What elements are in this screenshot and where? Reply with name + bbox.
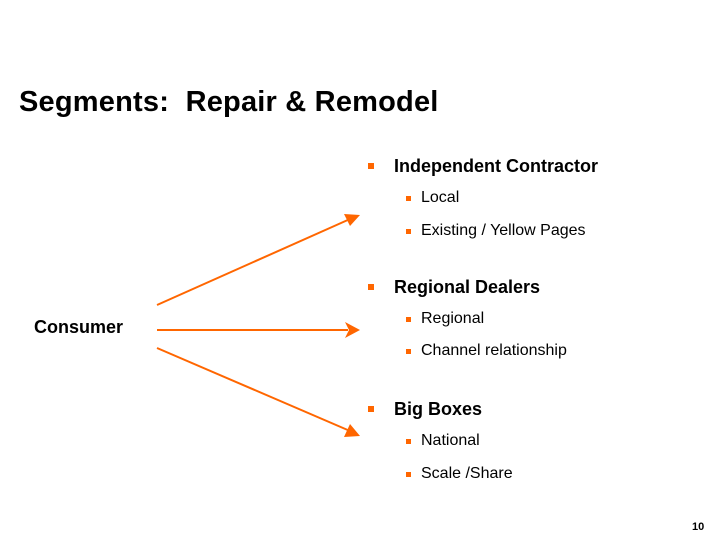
sub-item-label: Channel relationship xyxy=(421,342,567,359)
square-bullet-icon xyxy=(406,349,411,354)
square-bullet-icon xyxy=(368,284,374,290)
sub-item-label: Scale /Share xyxy=(421,465,513,482)
square-bullet-icon xyxy=(406,317,411,322)
segment-label: Independent Contractor xyxy=(394,156,599,176)
slide-title: Segments: Repair & Remodel xyxy=(19,86,439,118)
square-bullet-icon xyxy=(368,163,374,169)
segment-label: Big Boxes xyxy=(394,399,483,419)
square-bullet-icon xyxy=(406,472,411,477)
arrowhead-icon xyxy=(344,424,360,437)
sub-item-label: Local xyxy=(421,189,460,206)
arrow-to-independent-contractor xyxy=(156,218,351,306)
arrow-to-big-boxes xyxy=(156,347,351,432)
sub-item-label: Regional xyxy=(421,310,485,327)
consumer-label: Consumer xyxy=(34,317,124,337)
square-bullet-icon xyxy=(368,406,374,412)
square-bullet-icon xyxy=(406,439,411,444)
sub-item-label: National xyxy=(421,432,480,449)
sub-item-label: Existing / Yellow Pages xyxy=(421,222,586,239)
square-bullet-icon xyxy=(406,196,411,201)
segment-label: Regional Dealers xyxy=(394,277,541,297)
square-bullet-icon xyxy=(406,229,411,234)
arrowhead-icon xyxy=(344,214,360,226)
arrowhead-icon xyxy=(345,322,360,338)
page-number: 10 xyxy=(692,521,705,533)
